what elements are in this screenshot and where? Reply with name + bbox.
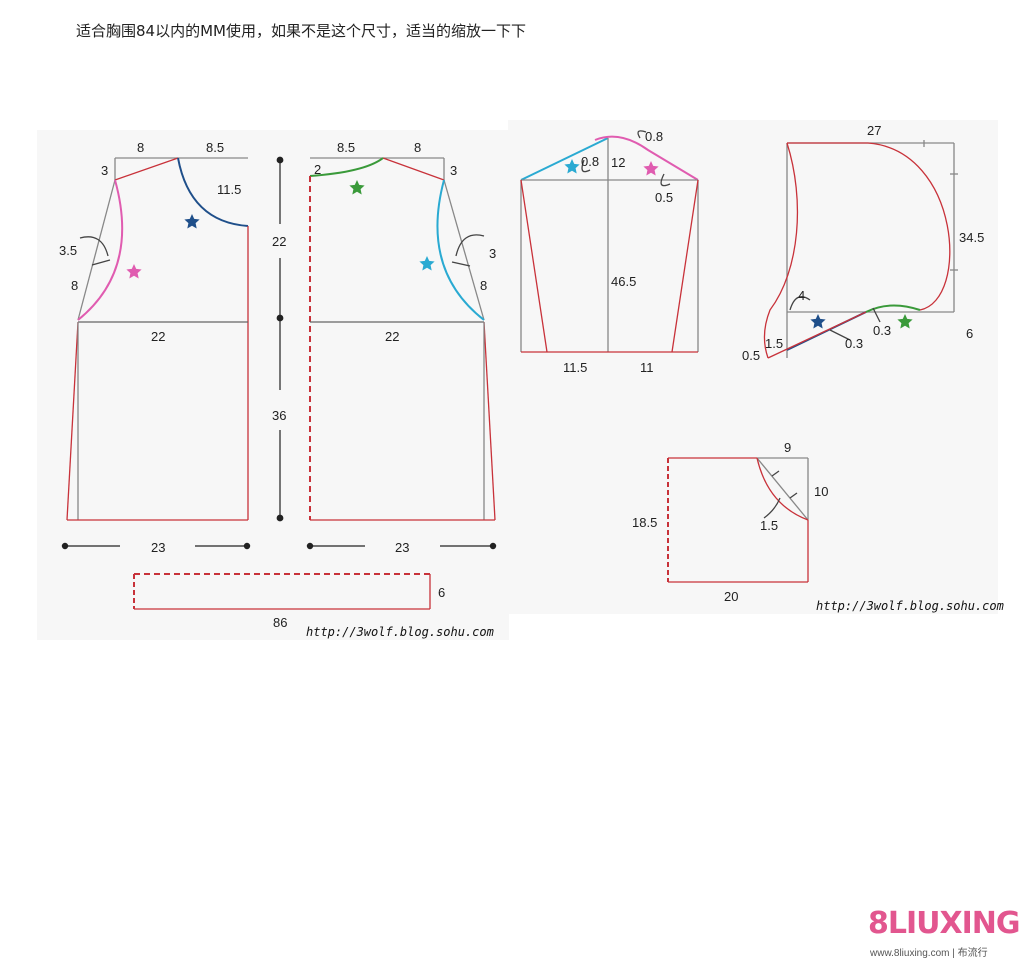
back-hem-dimension-line <box>306 542 497 550</box>
pocket-side-10: 10 <box>814 484 828 499</box>
hood-6: 6 <box>966 326 973 341</box>
hood-blue-star-icon <box>810 314 826 329</box>
cyan-star-icon <box>419 256 435 271</box>
hood-1-5: 1.5 <box>765 336 783 351</box>
back-piece <box>309 157 496 521</box>
watermark-url-right: http://3wolf.blog.sohu.com <box>816 599 1004 613</box>
pocket-piece <box>667 457 809 583</box>
pocket-curve-1-5: 1.5 <box>760 518 778 533</box>
sleeve-cap-0-5: 0.5 <box>655 190 673 205</box>
band-height-6: 6 <box>438 585 445 600</box>
site-logo[interactable]: 8LIUXING www.8liuxing.com | 布流行 <box>868 904 1020 960</box>
sleeve-cyan-star-icon <box>564 159 580 174</box>
sleeve-cap-height-12: 12 <box>611 155 625 170</box>
front-armhole-8: 8 <box>71 278 78 293</box>
right-panel <box>508 120 998 614</box>
back-armhole-8: 8 <box>480 278 487 293</box>
watermark-url-left: http://3wolf.blog.sohu.com <box>306 625 494 639</box>
band-length-86: 86 <box>273 615 287 630</box>
hood-0-3-right: 0.3 <box>873 323 891 338</box>
center-upper-22: 22 <box>272 234 286 249</box>
front-hem-dimension-line <box>61 542 251 550</box>
sleeve-cuff-11: 11 <box>640 360 654 375</box>
band-piece <box>133 573 431 610</box>
hood-piece <box>763 140 958 359</box>
back-armhole-3: 3 <box>489 246 496 261</box>
back-neck-drop-2: 2 <box>314 162 321 177</box>
sleeve-piece <box>520 130 699 353</box>
sleeve-cap-0-8-left: 0.8 <box>581 154 599 169</box>
pink-star-icon <box>126 264 142 279</box>
front-neck-8-5: 8.5 <box>206 140 224 155</box>
site-logo-url: www.8liuxing.com | 布流行 <box>870 948 988 959</box>
back-width-22: 22 <box>385 329 399 344</box>
front-armhole-3-5: 3.5 <box>59 243 77 258</box>
sleeve-pink-star-icon <box>643 161 659 176</box>
front-drop-3: 3 <box>101 163 108 178</box>
green-star-icon <box>349 180 365 195</box>
center-lower-36: 36 <box>272 408 286 423</box>
back-shoulder-8: 8 <box>414 140 421 155</box>
sleeve-length-46-5: 46.5 <box>611 274 636 289</box>
back-hem-23: 23 <box>395 540 409 555</box>
front-neck-11-5: 11.5 <box>217 182 241 197</box>
front-hem-23: 23 <box>151 540 165 555</box>
site-logo-text: 8LIUXING <box>868 906 1020 941</box>
pocket-width-20: 20 <box>724 589 738 604</box>
pocket-height-18-5: 18.5 <box>632 515 657 530</box>
caption: 适合胸围84以内的MM使用，如果不是这个尺寸，适当的缩放一下下 <box>76 22 526 40</box>
hood-4: 4 <box>798 288 805 303</box>
front-piece <box>66 157 249 521</box>
back-drop-3: 3 <box>450 163 457 178</box>
front-width-22: 22 <box>151 329 165 344</box>
hood-top-27: 27 <box>867 123 881 138</box>
front-shoulder-8: 8 <box>137 140 144 155</box>
center-dimension-line <box>276 156 284 522</box>
hood-height-34-5: 34.5 <box>959 230 984 245</box>
sleeve-cap-0-8-right: 0.8 <box>645 129 663 144</box>
left-panel <box>37 130 509 640</box>
sleeve-cuff-11-5: 11.5 <box>563 360 587 375</box>
blue-star-icon <box>184 214 200 229</box>
pocket-top-9: 9 <box>784 440 791 455</box>
back-neck-8-5: 8.5 <box>337 140 355 155</box>
hood-green-star-icon <box>897 314 913 329</box>
hood-0-3-left: 0.3 <box>845 336 863 351</box>
hood-0-5: 0.5 <box>742 348 760 363</box>
